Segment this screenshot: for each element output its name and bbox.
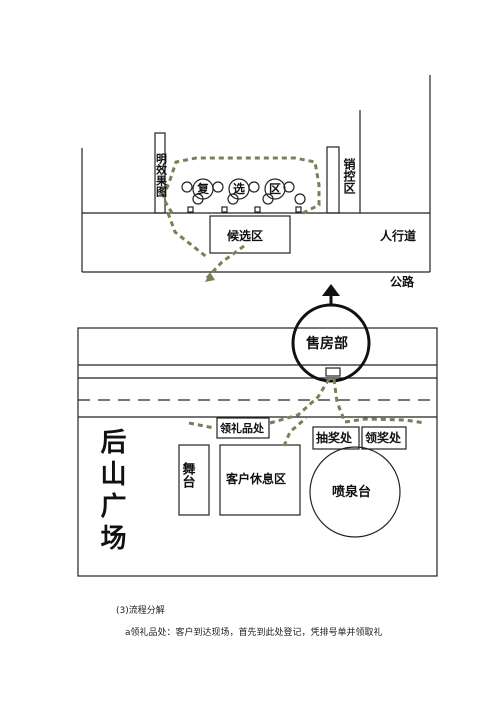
sales-dept-arrow-head — [322, 284, 340, 296]
road-label: 公路 — [390, 274, 415, 289]
sales-control-box — [326, 146, 340, 214]
sales-dept-door — [325, 367, 341, 377]
lounge-box — [219, 444, 301, 516]
lounge-label: 客户休息区 — [225, 471, 286, 486]
resale-label-2: 选 — [233, 181, 245, 196]
resale-circle-3 — [264, 178, 286, 200]
bottom-site-plan — [77, 284, 438, 577]
resale-circle-2 — [228, 178, 250, 200]
route-to-lottery — [332, 378, 347, 423]
sales-control-label: 销控区 — [342, 157, 356, 195]
route-to-prize — [344, 417, 426, 425]
gift-desk-label: 领礼品处 — [219, 421, 265, 435]
sidewalk-label: 人行道 — [380, 228, 416, 243]
fountain-circle — [309, 446, 401, 538]
waiting-zone-box — [209, 215, 291, 254]
route-gift-entry — [188, 421, 215, 430]
resale-circle-1 — [192, 178, 214, 200]
flow-description: a领礼品处：客户到达现场，首先到此处登记，凭排号单并领取礼 — [125, 628, 383, 638]
sales-dept-label: 售房部 — [305, 335, 348, 352]
resale-label-1: 复 — [196, 181, 210, 196]
billboard-label: 明效果图 — [155, 153, 169, 198]
route-exit-leg — [205, 244, 245, 280]
billboard-frame — [154, 132, 166, 214]
chair-markers — [187, 206, 302, 213]
route-top-loop — [161, 156, 321, 215]
route-lounge — [282, 416, 307, 447]
lottery-label: 抽奖处 — [316, 430, 353, 445]
fountain-label: 喷泉台 — [332, 484, 371, 500]
prize-desk-box — [361, 426, 407, 450]
route-left-leg — [166, 212, 209, 260]
plaza-label: 后山广场 — [96, 428, 126, 556]
prize-desk-label: 领奖处 — [365, 430, 402, 445]
stage-box — [178, 444, 210, 516]
waiting-zone-label: 候选区 — [227, 228, 263, 243]
gift-desk-box — [216, 417, 270, 439]
route-to-sales — [269, 378, 331, 425]
resale-label-3: 区 — [269, 182, 281, 196]
route-arrow-head — [205, 272, 215, 282]
flow-heading: (3)流程分解 — [116, 606, 165, 616]
top-site-plan — [81, 75, 431, 282]
lottery-box — [312, 426, 360, 450]
plaza-outline — [77, 327, 438, 577]
stage-label: 舞台 — [180, 461, 197, 489]
